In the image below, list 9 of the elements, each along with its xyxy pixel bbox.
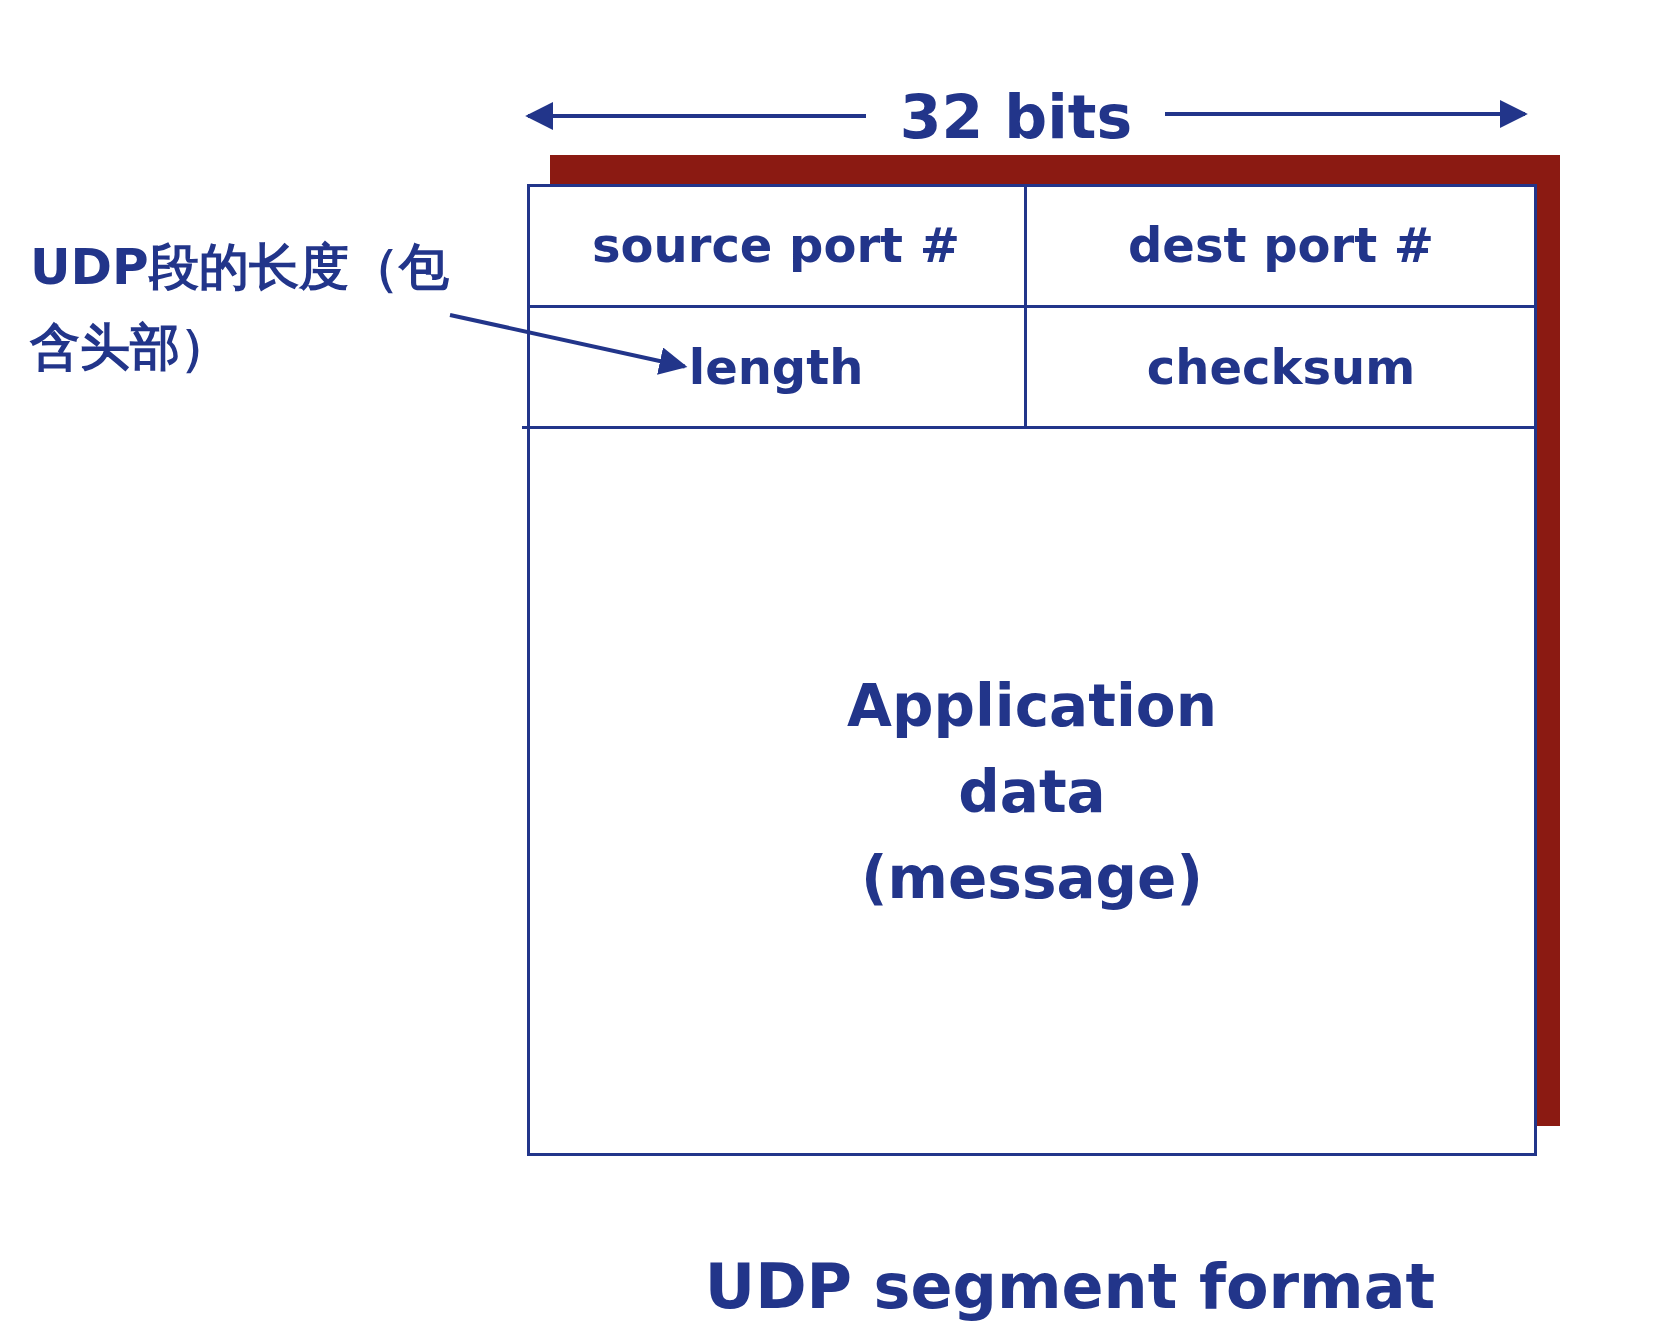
arrow <box>449 313 688 375</box>
field-label: Application data (message) <box>847 662 1217 921</box>
annotation-text: UDP段的长度（包含头部） <box>30 227 450 387</box>
field-label: dest port # <box>1128 209 1434 281</box>
dimension-label: 32 bits <box>898 81 1134 154</box>
field-label: checksum <box>1146 330 1416 403</box>
field-label: source port # <box>592 209 960 281</box>
caption: UDP segment format <box>703 1249 1437 1325</box>
field-label: length <box>688 330 864 403</box>
